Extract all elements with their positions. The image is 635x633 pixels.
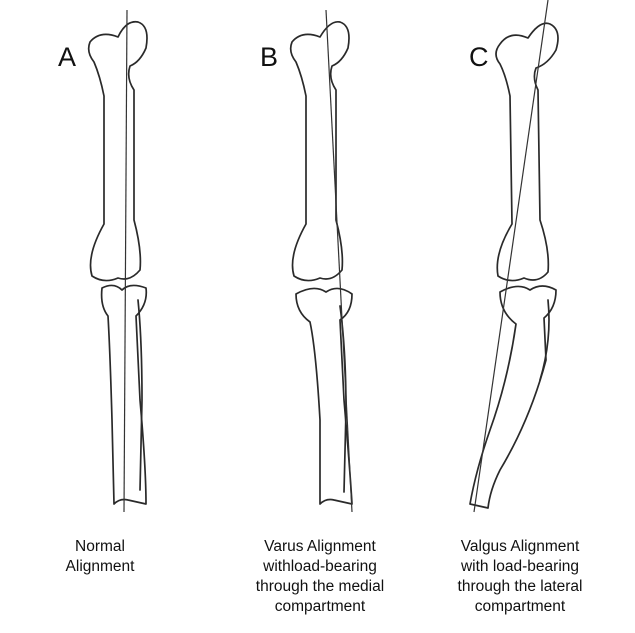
caption-b: Varus Alignment withload-bearing through…	[220, 537, 420, 617]
diagram-background	[0, 0, 635, 505]
caption-c: Valgus Alignment with load-bearing throu…	[420, 537, 620, 617]
panel-letter-b: B	[260, 44, 278, 71]
panel-letter-c: C	[469, 44, 489, 71]
caption-a: Normal Alignment	[0, 537, 200, 577]
caption-c-line-4: compartment	[420, 597, 620, 617]
caption-b-line-2: withload-bearing	[220, 557, 420, 577]
caption-a-line-1: Normal	[0, 537, 200, 557]
caption-b-line-4: compartment	[220, 597, 420, 617]
caption-a-line-2: Alignment	[0, 557, 200, 577]
caption-b-line-1: Varus Alignment	[220, 537, 420, 557]
caption-c-line-2: with load-bearing	[420, 557, 620, 577]
panel-letter-a: A	[58, 44, 76, 71]
caption-c-line-1: Valgus Alignment	[420, 537, 620, 557]
caption-c-line-3: through the lateral	[420, 577, 620, 597]
caption-b-line-3: through the medial	[220, 577, 420, 597]
